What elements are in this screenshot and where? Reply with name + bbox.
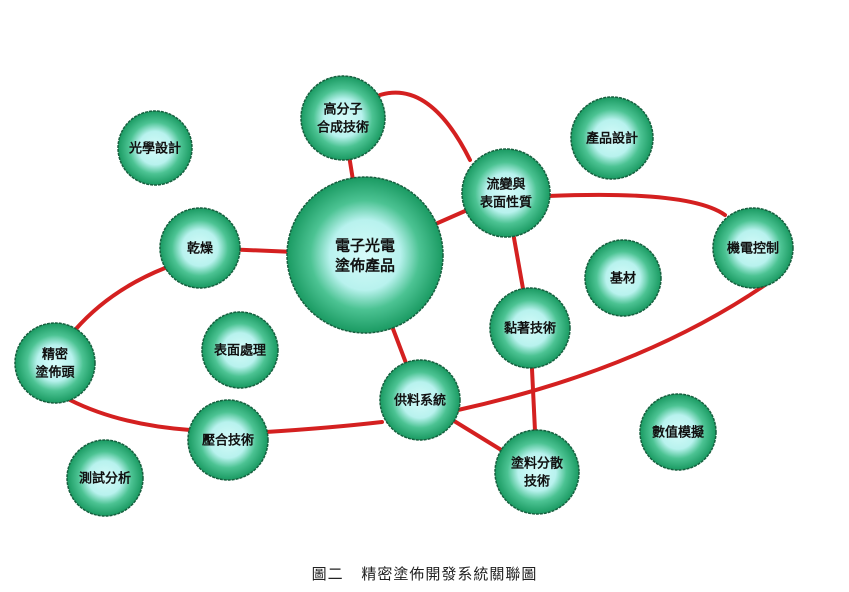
node-circle (570, 96, 654, 180)
node-product-design: 產品設計 (570, 96, 654, 180)
node-label: 技術 (524, 474, 550, 490)
node-testing: 測試分析 (66, 439, 144, 517)
node-circle (584, 239, 662, 317)
figure-caption: 圖二 精密塗佈開發系統關聯圖 (0, 563, 849, 584)
node-label: 表面處理 (213, 343, 266, 359)
node-label: 流變與 (486, 177, 525, 193)
node-optics: 光學設計 (117, 110, 193, 186)
node-surface-treatment: 表面處理 (201, 311, 279, 389)
node-circle (159, 207, 241, 289)
node-circle (494, 429, 580, 515)
node-adhesion: 黏著技術 (489, 287, 571, 369)
node-label: 供料系統 (393, 393, 446, 409)
node-label: 精密 (42, 347, 68, 363)
node-circle (201, 311, 279, 389)
node-label: 電子光電 (335, 236, 395, 254)
node-circle (14, 322, 96, 404)
edge-lamination-feed-system (264, 420, 384, 434)
node-label: 乾燥 (187, 241, 214, 257)
node-label: 黏著技術 (504, 321, 556, 337)
node-circle (187, 399, 269, 481)
node-label: 數值模擬 (652, 425, 705, 441)
node-substrate: 基材 (584, 239, 662, 317)
node-label: 合成技術 (317, 120, 369, 136)
figure-number: 圖二 (311, 565, 344, 583)
node-circle (66, 439, 144, 517)
node-circle (712, 207, 794, 289)
node-circle (461, 148, 551, 238)
node-label: 測試分析 (79, 471, 131, 487)
node-label: 高分子 (323, 102, 362, 118)
node-label: 塗佈頭 (35, 365, 75, 381)
edge-mechatronics-feed-system (456, 283, 767, 412)
edge-rheology-mechatronics (546, 192, 727, 217)
node-label: 表面性質 (479, 195, 532, 211)
edge-polymer-rheology (378, 90, 472, 162)
node-label: 機電控制 (727, 241, 779, 257)
node-mechatronics: 機電控制 (712, 207, 794, 289)
edge-drying-coating-head (73, 266, 167, 332)
node-label: 塗料分散 (511, 456, 564, 472)
node-circle (117, 110, 193, 186)
node-lamination: 壓合技術 (187, 399, 269, 481)
node-label: 光學設計 (128, 141, 181, 157)
node-label: 產品設計 (585, 131, 638, 147)
figure-title: 精密塗佈開發系統關聯圖 (361, 565, 538, 583)
node-label: 塗佈產品 (335, 256, 395, 274)
node-drying: 乾燥 (159, 207, 241, 289)
node-label: 基材 (609, 271, 636, 287)
node-circle (286, 176, 444, 334)
node-circle (639, 393, 717, 471)
node-simulation: 數值模擬 (639, 393, 717, 471)
node-circle (379, 359, 461, 441)
node-circle (489, 287, 571, 369)
edge-coating-head-lamination (68, 398, 192, 432)
node-feed-system: 供料系統 (379, 359, 461, 441)
node-label: 壓合技術 (202, 433, 254, 449)
node-circle (300, 75, 386, 161)
